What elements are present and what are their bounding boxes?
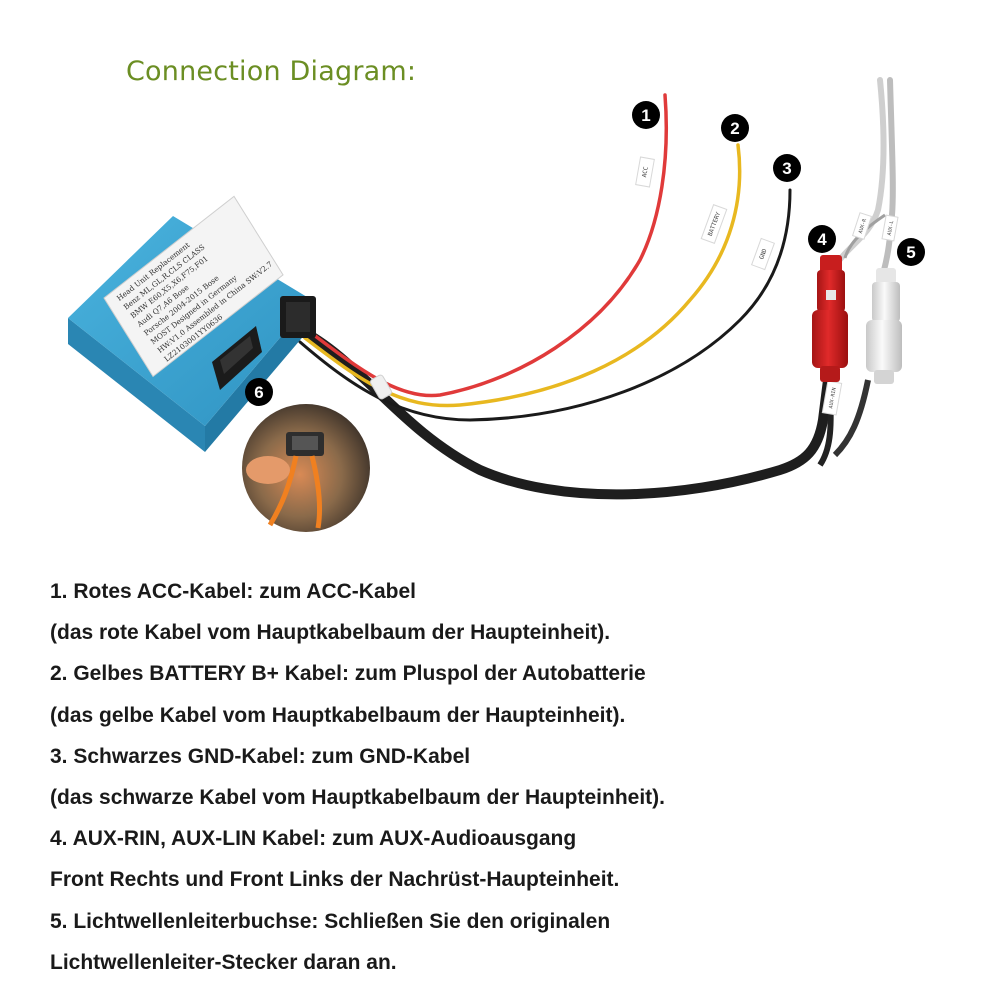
instruction-line: (das gelbe Kabel vom Hauptkabelbaum der … <box>50 703 626 727</box>
grey-cables <box>835 77 896 273</box>
badge-1: 1 <box>632 101 660 129</box>
svg-text:ACC: ACC <box>641 166 650 178</box>
svg-text:2: 2 <box>730 119 739 138</box>
red-acc-wire <box>308 93 668 398</box>
instruction-line: 1. Rotes ACC-Kabel: zum ACC-Kabel <box>50 580 416 603</box>
instruction-line: (das schwarze Kabel vom Hauptkabelbaum d… <box>50 785 665 809</box>
wire-tag-battery: BATTERY <box>700 204 728 244</box>
instruction-line: 2. Gelbes BATTERY B+ Kabel: zum Pluspol … <box>50 662 646 686</box>
badge-6: 6 <box>245 378 273 406</box>
svg-text:AUX-RIN: AUX-RIN <box>828 387 838 409</box>
white-rca-plug <box>866 268 902 384</box>
badge-4: 4 <box>808 225 836 253</box>
svg-text:6: 6 <box>254 383 263 402</box>
wire-tag-aux-rin: AUX-RIN <box>821 380 843 416</box>
svg-text:1: 1 <box>641 106 650 125</box>
fiber-optic-module: Head Unit Replacement Benz ML,GL,R,CLS C… <box>68 195 316 452</box>
badge-2: 2 <box>721 114 749 142</box>
svg-text:AUX-R: AUX-R <box>858 217 869 234</box>
svg-text:AUX-L: AUX-L <box>887 220 896 236</box>
svg-text:4: 4 <box>817 230 827 249</box>
badge-3: 3 <box>773 154 801 182</box>
fiber-connector-photo <box>242 404 370 532</box>
wire-tag-aux-r: AUX-R <box>851 212 873 240</box>
svg-text:GND: GND <box>758 248 768 261</box>
svg-text:5: 5 <box>906 243 915 262</box>
wire-tag-aux-l: AUX-L <box>881 214 899 242</box>
instruction-line: 5. Lichtwellenleiterbuchse: Schließen Si… <box>50 909 611 933</box>
badge-5: 5 <box>897 238 925 266</box>
instruction-line: 4. AUX-RIN, AUX-LIN Kabel: zum AUX-Audio… <box>50 827 577 851</box>
instructions-list: 1. Rotes ACC-Kabel: zum ACC-Kabel (das r… <box>50 573 970 985</box>
red-rca-plug <box>812 255 848 382</box>
instruction-line: 3. Schwarzes GND-Kabel: zum GND-Kabel <box>50 744 471 768</box>
main-harness <box>295 325 833 500</box>
instruction-line: Front Rechts und Front Links der Nachrüs… <box>50 868 620 892</box>
instruction-line: (das rote Kabel vom Hauptkabelbaum der H… <box>50 621 611 645</box>
diagram-title: Connection Diagram: <box>126 56 417 87</box>
svg-text:3: 3 <box>782 159 791 178</box>
instruction-line: Lichtwellenleiter-Stecker daran an. <box>50 950 397 974</box>
wire-tag-acc: ACC <box>635 156 655 188</box>
connection-diagram: ACC BATTERY GND AUX-R AUX-L AUX-RIN <box>68 77 925 532</box>
wire-tag-gnd: GND <box>750 237 776 271</box>
